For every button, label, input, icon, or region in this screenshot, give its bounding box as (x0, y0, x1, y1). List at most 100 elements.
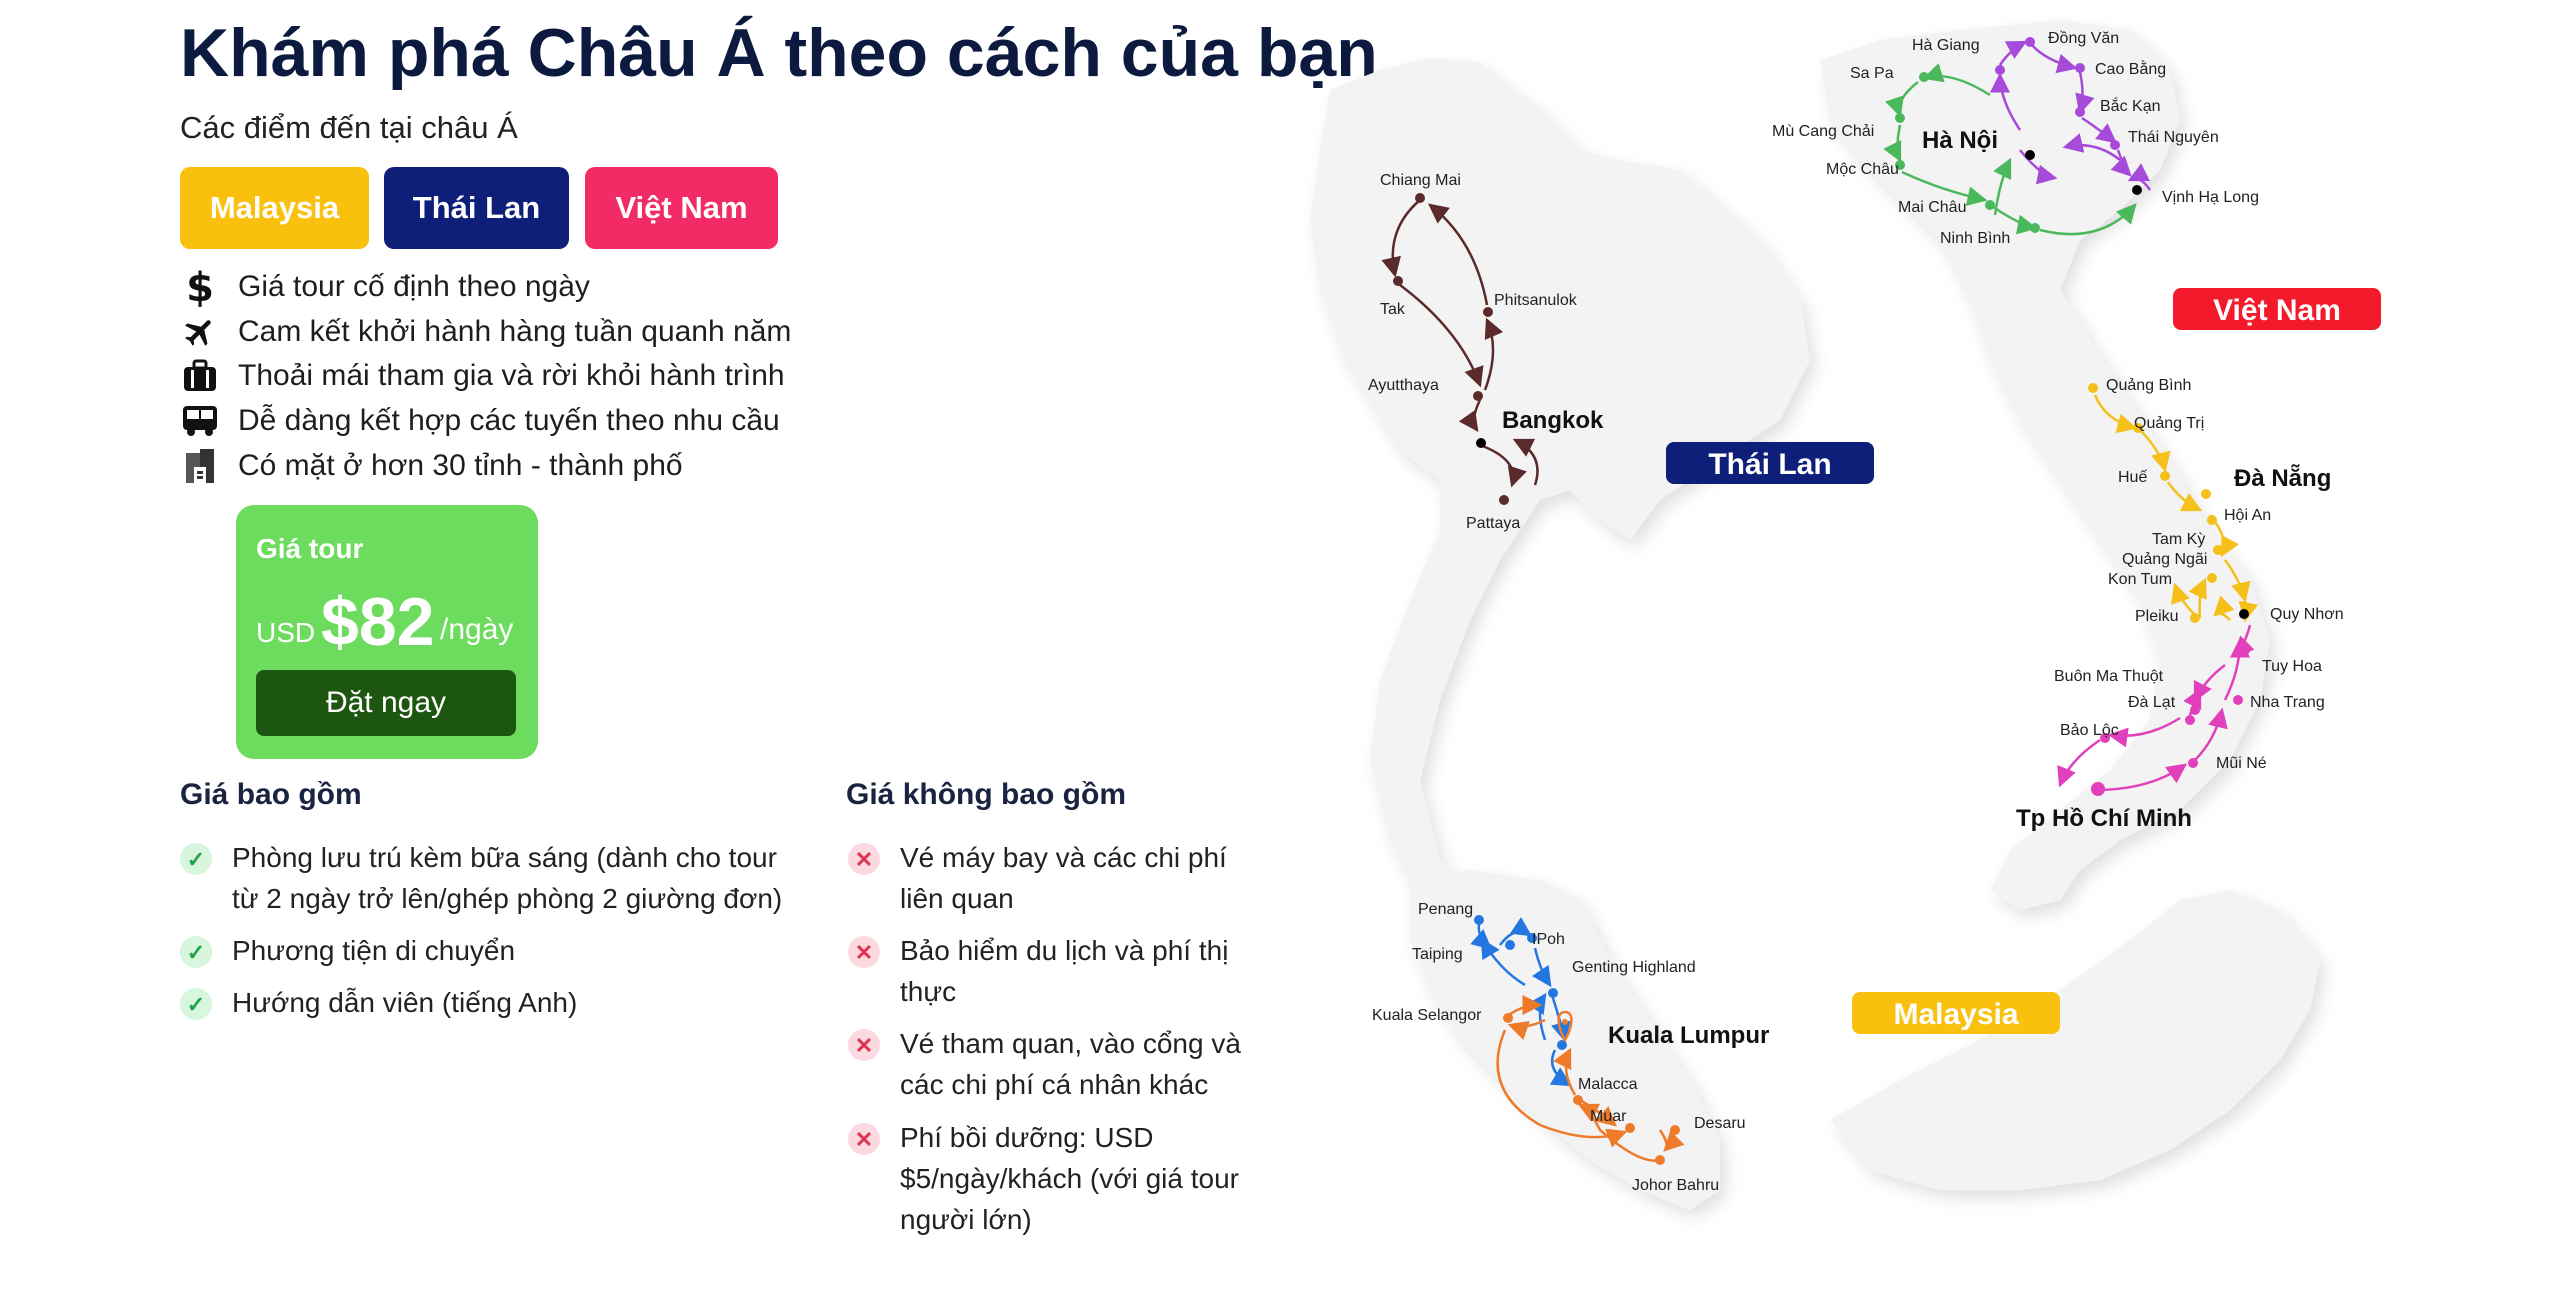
badge-malaysia-text: Malaysia (1893, 998, 2018, 1031)
feature-fixed-price: $ Giá tour cố định theo ngày (180, 267, 590, 307)
thailand-points (1393, 193, 1509, 505)
map-label: Buôn Ma Thuột (2054, 668, 2164, 685)
map-label: Mộc Châu (1826, 161, 1899, 178)
asia-route-map: Chiang Mai Tak Phitsanulok Ayutthaya Pat… (1310, 20, 2381, 1210)
map-label: Kon Tum (2108, 571, 2172, 588)
excluded-text: Vé tham quan, vào cổng và các chi phí cá… (900, 1028, 1241, 1100)
included-item: ✓ Phòng lưu trú kèm bữa sáng (dành cho t… (180, 837, 800, 919)
thailand-place-labels: Chiang Mai Tak Phitsanulok Ayutthaya Pat… (1368, 172, 1578, 532)
bangkok-point (1476, 438, 1486, 448)
map-label: Phitsanulok (1494, 292, 1578, 309)
map-label: Hà Giang (1912, 37, 1980, 54)
tab-vietnam[interactable]: Việt Nam (585, 167, 778, 249)
tab-malaysia[interactable]: Malaysia (180, 167, 369, 249)
vietnam-landmass (1820, 20, 2270, 910)
included-text: Phòng lưu trú kèm bữa sáng (dành cho tou… (232, 842, 783, 914)
cross-icon: ✕ (848, 1123, 880, 1155)
airplane-icon (180, 312, 220, 352)
map-label: IPoh (1532, 931, 1565, 948)
price-label: Giá tour (256, 533, 364, 564)
page-subtitle: Các điểm đến tại châu Á (180, 110, 518, 145)
included-text: Phương tiện di chuyển (232, 935, 516, 966)
badge-vietnam: Việt Nam (2173, 288, 2381, 330)
map-label: Quy Nhơn (2270, 606, 2344, 623)
map-label: Cao Bằng (2095, 59, 2166, 78)
map-label: Bắc Kạn (2100, 96, 2160, 115)
map-label: Ninh Bình (1940, 230, 2010, 247)
map-label: Bảo Lộc (2060, 722, 2119, 739)
excluded-item: ✕ Phí bồi dưỡng: USD $5/ngày/khách (với … (848, 1117, 1268, 1240)
kl-pin-icon (1557, 1010, 1573, 1043)
map-label: Sa Pa (1850, 65, 1894, 82)
map-label: Pleiku (2135, 608, 2179, 625)
map-label: Mai Châu (1898, 199, 1966, 216)
hub-kuala-lumpur: Kuala Lumpur (1608, 1022, 1769, 1049)
excluded-title: Giá không bao gồm (846, 778, 1127, 811)
excluded-item: ✕ Bảo hiểm du lịch và phí thị thực (848, 930, 1268, 1012)
included-item: ✓ Hướng dẫn viên (tiếng Anh) (180, 982, 800, 1023)
excluded-text: Vé máy bay và các chi phí liên quan (900, 842, 1227, 914)
dollar-icon: $ (180, 267, 220, 307)
map-label: Mù Cang Chải (1772, 123, 1874, 140)
hub-danang: Đà Nẵng (2234, 464, 2331, 492)
map-label: Thái Nguyên (2128, 129, 2219, 146)
map-label: Penang (1418, 901, 1473, 918)
check-icon: ✓ (180, 843, 212, 875)
central-vn-labels: Quảng Bình Quảng Trị Huế Hội An Tam Kỳ Q… (2106, 377, 2344, 625)
included-title: Giá bao gồm (180, 778, 362, 811)
map-label: Tam Kỳ (2152, 531, 2205, 548)
excluded-item: ✕ Vé máy bay và các chi phí liên quan (848, 837, 1268, 919)
thailand-landmass (1310, 58, 1810, 1040)
map-label: Kuala Selangor (1372, 1007, 1482, 1024)
map-label: Hội An (2224, 507, 2271, 524)
map-label: Taiping (1412, 946, 1463, 963)
quynhon-point (2239, 609, 2249, 619)
malaysia-routes (1470, 916, 1685, 1162)
badge-thailand: Thái Lan (1666, 442, 1874, 484)
south-vn-routes (2057, 624, 2255, 792)
map-label: Tak (1380, 301, 1406, 318)
feature-text: Dễ dàng kết hợp các tuyến theo nhu cầu (238, 404, 780, 437)
borneo-landmass (1830, 890, 2320, 1190)
hub-bangkok: Bangkok (1502, 407, 1604, 434)
map-label: Vịnh Hạ Long (2162, 189, 2259, 206)
map-label: Đồng Văn (2048, 30, 2119, 47)
feature-text: Có mặt ở hơn 30 tỉnh - thành phố (238, 449, 683, 482)
map-label: Muar (1590, 1108, 1627, 1125)
book-now-button[interactable]: Đặt ngay (256, 670, 516, 736)
map-label: Genting Highland (1572, 959, 1696, 976)
price-card: Giá tour USD $82 /ngày Đặt ngay (236, 505, 538, 759)
check-icon: ✓ (180, 988, 212, 1020)
map-label: Quảng Ngãi (2122, 551, 2207, 568)
map-label: Quảng Trị (2134, 415, 2204, 432)
feature-text: Thoải mái tham gia và rời khỏi hành trìn… (238, 359, 785, 392)
map-label: Ayutthaya (1368, 377, 1439, 394)
south-vn-labels: Tuy Hoa Buôn Ma Thuột Đà Lạt Nha Trang B… (2054, 658, 2325, 772)
map-label: Tuy Hoa (2262, 658, 2322, 675)
map-label: Nha Trang (2250, 694, 2325, 711)
included-text: Hướng dẫn viên (tiếng Anh) (232, 987, 578, 1018)
badge-malaysia: Malaysia (1852, 992, 2060, 1034)
map-label: Quảng Bình (2106, 377, 2191, 394)
malaysia-points (1474, 915, 1680, 1165)
feature-text: Cam kết khởi hành hàng tuần quanh năm (238, 315, 792, 348)
svg-text:$: $ (186, 267, 214, 307)
feature-weekly-departure: Cam kết khởi hành hàng tuần quanh năm (180, 312, 791, 352)
feature-combine-routes: Dễ dàng kết hợp các tuyến theo nhu cầu (180, 401, 780, 441)
badge-thailand-text: Thái Lan (1708, 448, 1831, 481)
price-amount: $82 (321, 584, 435, 660)
cross-icon: ✕ (848, 1029, 880, 1061)
central-vn-points (2088, 383, 2223, 623)
map-label: Mũi Né (2216, 755, 2267, 772)
luggage-icon (180, 356, 220, 396)
tab-thailand[interactable]: Thái Lan (384, 167, 569, 249)
cross-icon: ✕ (848, 936, 880, 968)
map-label: Chiang Mai (1380, 172, 1461, 189)
included-item: ✓ Phương tiện di chuyển (180, 930, 800, 971)
page-title: Khám phá Châu Á theo cách của bạn (180, 15, 1378, 91)
building-icon (180, 446, 220, 486)
map-label: Desaru (1694, 1115, 1746, 1132)
hub-hcm: Tp Hồ Chí Minh (2016, 805, 2192, 832)
excluded-item: ✕ Vé tham quan, vào cổng và các chi phí … (848, 1023, 1268, 1105)
thailand-routes (1381, 199, 1539, 488)
